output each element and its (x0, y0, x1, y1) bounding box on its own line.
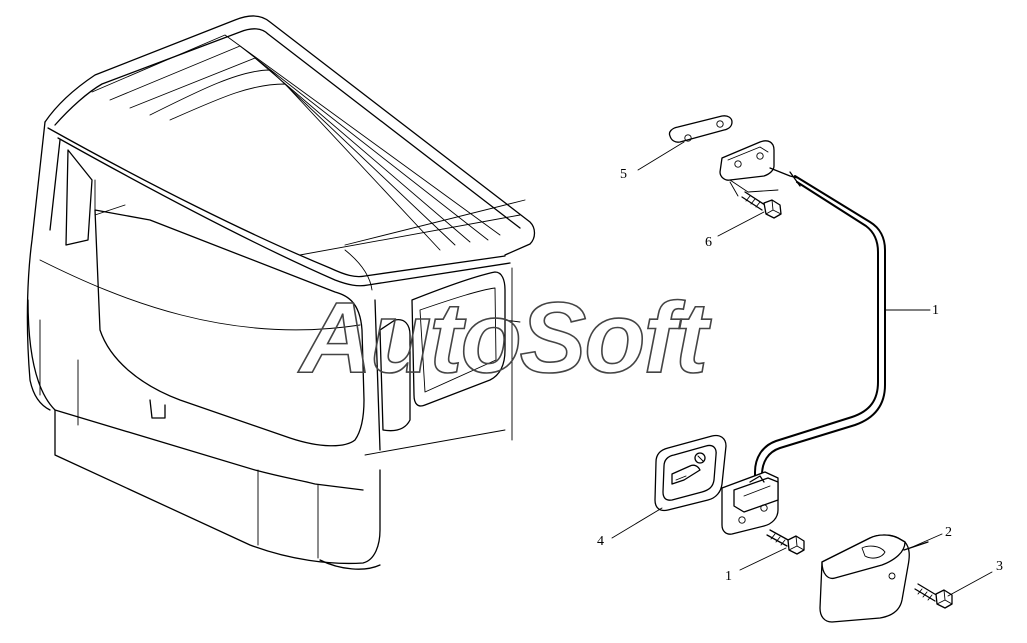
callout-labels: 5 6 1 4 1 2 3 (597, 167, 1003, 584)
callout-3: 3 (996, 559, 1003, 574)
handle-plate-knob (694, 452, 706, 464)
lower-bracket-hole-a (738, 516, 746, 524)
callout-6: 6 (705, 235, 712, 250)
watermark-text: AutoSoft (297, 282, 712, 394)
callout-1-rod: 1 (932, 303, 939, 318)
strip-hole-right (716, 120, 724, 128)
callout-2: 2 (945, 525, 952, 540)
part-handle-plate (654, 434, 727, 512)
part-bolt-upper (729, 181, 782, 219)
lower-bracket-hole-b (760, 504, 768, 512)
watermark-logo: AutoSoft (296, 281, 714, 395)
strip-hole-left (684, 134, 692, 142)
part-bolt-lower (766, 529, 805, 555)
part-lower-bracket (721, 471, 779, 535)
part-rod (754, 171, 886, 483)
leader-lines (611, 141, 993, 597)
part-cover (819, 534, 929, 623)
callout-4: 4 (597, 534, 604, 549)
part-upper-bracket (719, 140, 799, 193)
truck-cab (26, 15, 536, 570)
bracket-hole-b (756, 152, 764, 160)
callout-1-bolt: 1 (725, 569, 732, 584)
part-strip (668, 115, 733, 143)
bracket-hole-a (734, 160, 742, 168)
part-bolt-cover (914, 583, 953, 609)
cover-hole (888, 572, 896, 580)
callout-5: 5 (620, 167, 627, 182)
